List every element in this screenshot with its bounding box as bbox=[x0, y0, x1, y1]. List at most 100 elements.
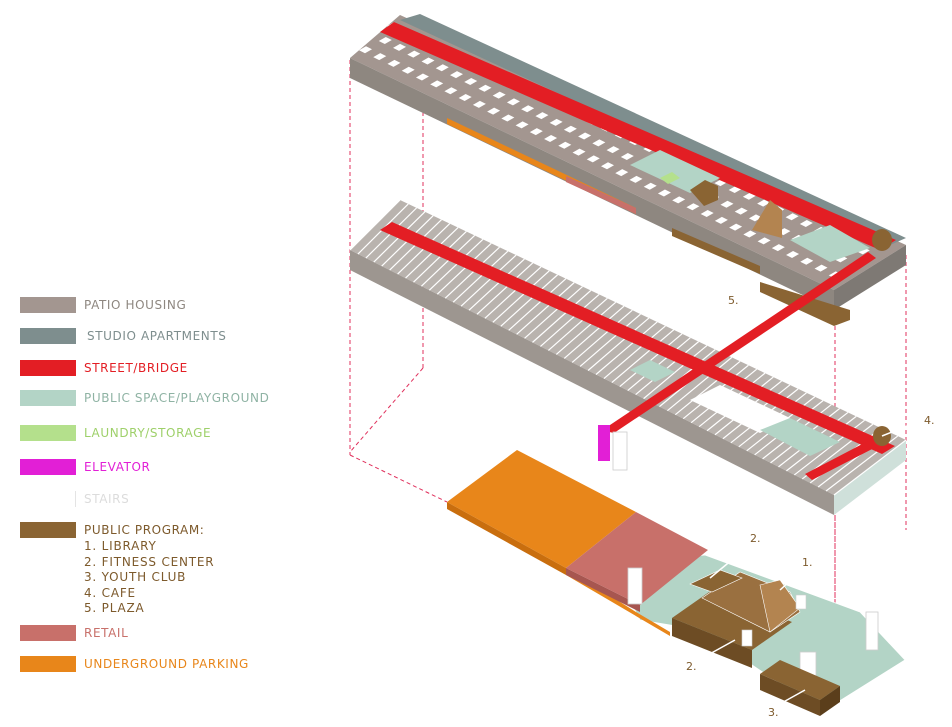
top-street bbox=[380, 22, 896, 250]
patio-void bbox=[672, 196, 686, 204]
patio-void bbox=[521, 105, 535, 113]
unit-rib bbox=[484, 266, 542, 319]
top-public-space bbox=[630, 150, 720, 193]
patio-void bbox=[449, 71, 463, 79]
unit-rib bbox=[619, 333, 683, 388]
top-slab-end bbox=[834, 245, 906, 310]
public-space-swatch bbox=[20, 390, 76, 406]
middle-street-spur bbox=[805, 440, 878, 480]
laundry-storage-swatch bbox=[20, 425, 76, 441]
middle-courtyard bbox=[690, 385, 790, 433]
youth-club-side bbox=[760, 674, 820, 716]
unit-rib bbox=[476, 262, 534, 315]
unit-rib bbox=[532, 290, 592, 343]
program-item-cafe: 4. CAFE bbox=[84, 586, 136, 600]
unit-rib bbox=[635, 341, 700, 396]
patio-void bbox=[558, 141, 572, 149]
program-item-fitness: 2. FITNESS CENTER bbox=[84, 555, 215, 569]
patio-void bbox=[615, 169, 629, 177]
patio-void bbox=[501, 114, 515, 122]
patio-void bbox=[544, 134, 558, 142]
patio-void bbox=[472, 100, 486, 108]
program-item-plaza: 5. PLAZA bbox=[84, 601, 145, 615]
patio-void bbox=[549, 118, 563, 126]
bridge bbox=[600, 252, 876, 433]
unit-rib bbox=[500, 274, 559, 327]
middle-laundry bbox=[630, 360, 675, 382]
middle-street bbox=[380, 222, 895, 454]
patio-void bbox=[592, 139, 606, 147]
patio-void bbox=[415, 73, 429, 81]
youth-club-end bbox=[820, 686, 840, 716]
patio-void bbox=[629, 175, 643, 183]
patio-void bbox=[407, 50, 421, 58]
retail-label: RETAIL bbox=[84, 626, 129, 640]
patio-void bbox=[421, 57, 435, 65]
patio-void bbox=[757, 199, 771, 207]
unit-rib bbox=[579, 313, 641, 367]
underground-parking-label: UNDERGROUND PARKING bbox=[84, 657, 249, 671]
top-laundry bbox=[660, 172, 680, 184]
patio-void bbox=[387, 59, 401, 67]
program-item-youth-club: 3. YOUTH CLUB bbox=[84, 570, 187, 584]
top-program-box bbox=[690, 180, 718, 206]
retail-top bbox=[566, 512, 708, 605]
patio-void bbox=[487, 107, 501, 115]
elevator-swatch bbox=[20, 459, 76, 475]
patio-void bbox=[393, 43, 407, 51]
patio-void bbox=[686, 203, 700, 211]
top-underside-program bbox=[672, 228, 760, 274]
unit-rib bbox=[516, 282, 575, 335]
unit-rib bbox=[540, 293, 600, 347]
unit-rib bbox=[627, 337, 691, 392]
top-underside-retail bbox=[566, 176, 636, 214]
stairs-box bbox=[741, 629, 753, 647]
elevator bbox=[598, 425, 610, 461]
patio-void bbox=[620, 153, 634, 161]
unit-rib bbox=[413, 231, 467, 283]
callout-library: 1. bbox=[802, 556, 813, 569]
unit-rib bbox=[587, 317, 650, 371]
ground-level bbox=[447, 450, 906, 716]
patio-void bbox=[734, 207, 748, 215]
patio-housing-swatch bbox=[20, 297, 76, 313]
unit-rib bbox=[674, 360, 741, 416]
patio-void bbox=[458, 94, 472, 102]
underground-parking-top bbox=[447, 450, 636, 568]
street-bridge-label: STREET/BRIDGE bbox=[84, 361, 188, 375]
patio-void bbox=[729, 223, 743, 231]
studio-apartments-label: STUDIO APARTMENTS bbox=[87, 329, 227, 343]
unit-rib bbox=[428, 238, 484, 291]
patio-void bbox=[578, 132, 592, 140]
retail-swatch bbox=[20, 625, 76, 641]
unit-rib bbox=[436, 242, 492, 295]
unit-rib bbox=[643, 345, 708, 400]
unit-rib bbox=[468, 258, 525, 311]
retail-side bbox=[566, 568, 640, 612]
fitness-volume bbox=[689, 569, 743, 593]
public-program-swatch bbox=[20, 522, 76, 538]
stairs-box bbox=[612, 431, 628, 471]
youth-club-top bbox=[760, 660, 840, 700]
callout-fitness-bottom: 2. bbox=[686, 660, 697, 673]
patio-void bbox=[373, 53, 387, 61]
callout-fitness-top: 2. bbox=[750, 532, 761, 545]
patio-void bbox=[799, 220, 813, 228]
patio-void bbox=[834, 255, 848, 263]
stairs-swatch bbox=[20, 491, 76, 507]
patio-void bbox=[814, 264, 828, 272]
unit-rib bbox=[555, 301, 617, 355]
patio-void bbox=[700, 210, 714, 218]
public-program-top bbox=[672, 590, 792, 650]
public-program-side bbox=[672, 618, 752, 668]
patio-void bbox=[506, 98, 520, 106]
patio-void bbox=[515, 121, 529, 129]
patio-housing-label: PATIO HOUSING bbox=[84, 298, 187, 312]
unit-rib bbox=[571, 309, 633, 363]
patio-void bbox=[800, 257, 814, 265]
unit-rib bbox=[563, 305, 625, 359]
unit-rib bbox=[666, 356, 733, 412]
underground-parking-side bbox=[447, 502, 566, 575]
top-courtyard-green bbox=[790, 225, 870, 262]
